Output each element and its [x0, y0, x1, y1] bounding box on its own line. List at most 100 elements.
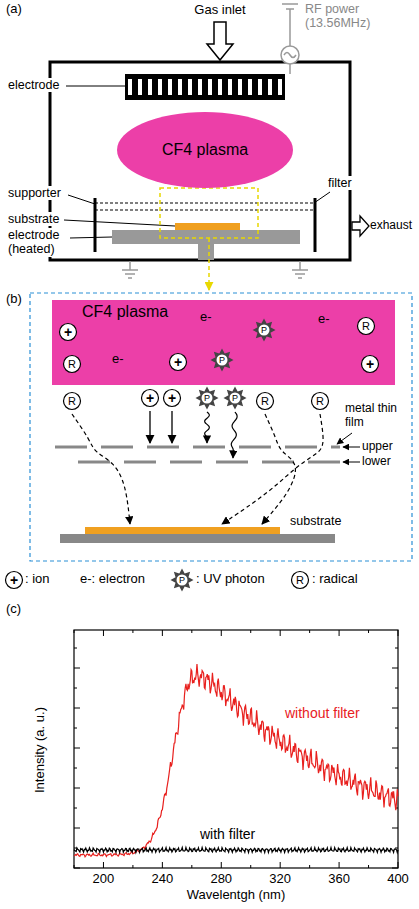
- part-label: electrode: [6, 78, 61, 92]
- part-label: supporter: [6, 186, 63, 200]
- chart-lines: [74, 630, 398, 868]
- exhaust-label: exhaust: [370, 219, 412, 233]
- plasma-ellipse: CF4 plasma: [117, 112, 293, 188]
- electrode-holes: [127, 74, 283, 100]
- part-label: filter: [326, 176, 354, 190]
- y-tick: [74, 748, 80, 749]
- drawing-part: [122, 269, 138, 271]
- film-layer-label: upper: [362, 440, 393, 454]
- substrate-a: [175, 223, 240, 230]
- drawing-part: [282, 3, 298, 5]
- spectrum-without-filter: [74, 664, 398, 857]
- y-tick: [392, 868, 398, 869]
- radical-path: [222, 414, 323, 524]
- x-tick: [398, 862, 399, 868]
- particle-circle: [170, 354, 187, 371]
- drawing-part: [128, 277, 132, 279]
- particle-circle: [292, 572, 309, 589]
- particle-circle: [312, 393, 329, 410]
- plasma-label: CF4 plasma: [162, 141, 248, 159]
- x-tick: [132, 630, 133, 633]
- tick-label: 200: [93, 872, 115, 887]
- particle-letter: R: [362, 321, 370, 332]
- x-tick: [74, 630, 75, 633]
- particle-circle: [257, 393, 274, 410]
- upper-film: [331, 446, 340, 449]
- x-tick: [368, 630, 369, 633]
- drawing-part: [314, 192, 330, 203]
- y-tick: [392, 828, 398, 829]
- zoom-arrow: [208, 238, 210, 290]
- substrate-b: [85, 527, 280, 534]
- top-electrode: [125, 74, 285, 100]
- legend-text: : ion: [25, 572, 50, 587]
- electron-label: e-: [200, 310, 212, 325]
- x-tick: [250, 865, 251, 868]
- film-layer-label: lower: [362, 455, 391, 469]
- plot-frame: [74, 630, 398, 868]
- panel-letter: (c): [6, 602, 21, 617]
- x-tick: [132, 865, 133, 868]
- drawing-part: [95, 209, 315, 210]
- upper-film: [285, 446, 317, 449]
- rf-label: RF power (13.56MHz): [305, 2, 395, 31]
- chamber-wall: [50, 62, 350, 260]
- x-tick: [103, 862, 104, 868]
- upper-film: [193, 446, 225, 449]
- particle-letter: +: [168, 391, 176, 405]
- x-tick: [398, 630, 399, 636]
- particle-circle: [362, 356, 379, 373]
- lower-film: [216, 461, 248, 464]
- panel-letter: (a): [6, 2, 22, 17]
- particle-letter: +: [366, 357, 374, 371]
- particle-letter: P: [232, 394, 238, 403]
- legend-text: : UV photon: [196, 572, 265, 587]
- photon-core: [177, 575, 188, 586]
- spectrum-with-filter: [74, 848, 398, 853]
- lower-film: [262, 461, 294, 464]
- radical-symbol: R: [60, 389, 84, 413]
- y-tick: [74, 648, 77, 649]
- supporter-posts: [95, 198, 315, 252]
- drawing-part: [125, 273, 135, 275]
- legend-text: : radical: [312, 572, 358, 587]
- axis-title: Intensity (a. u.): [33, 707, 48, 793]
- x-tick: [309, 865, 310, 868]
- y-tick: [74, 828, 80, 829]
- y-tick: [74, 708, 80, 709]
- plasma-label: CF4 plasma: [82, 303, 395, 321]
- y-tick: [74, 668, 80, 669]
- electrode-stem: [198, 244, 214, 260]
- particle-circle: [6, 572, 23, 589]
- substrate-label: substrate: [290, 514, 341, 528]
- drawing-part: [343, 462, 360, 463]
- photon-symbol: [196, 387, 219, 410]
- particle-letter: +: [64, 325, 72, 339]
- exhaust-arrow: [352, 216, 369, 236]
- upper-film: [55, 446, 87, 449]
- zoom-box: [160, 188, 258, 238]
- x-tick: [191, 630, 192, 633]
- electron-label: e-: [112, 352, 124, 367]
- ion-path: [171, 411, 172, 443]
- lower-film: [170, 461, 202, 464]
- photon-symbol: P: [252, 318, 276, 342]
- y-tick: [395, 768, 398, 769]
- x-tick: [221, 630, 222, 636]
- drawing-part: [289, 64, 291, 74]
- drawing-part: [314, 198, 317, 252]
- plasma-fill: [117, 112, 293, 188]
- zoom-strokes: [6, 411, 341, 592]
- upper-film: [239, 446, 271, 449]
- legend-symbol-letter: P: [179, 575, 185, 585]
- y-tick: [74, 788, 80, 789]
- lower-film: [124, 461, 156, 464]
- x-tick: [280, 630, 281, 636]
- leader-lines: [64, 86, 330, 238]
- particle-letter: R: [316, 396, 324, 407]
- particle-circle: [358, 318, 375, 335]
- drawing-part: [64, 220, 175, 226]
- film-label: metal thin film: [345, 402, 411, 430]
- particle-circle: [164, 390, 181, 407]
- ion-symbol: +: [56, 320, 80, 344]
